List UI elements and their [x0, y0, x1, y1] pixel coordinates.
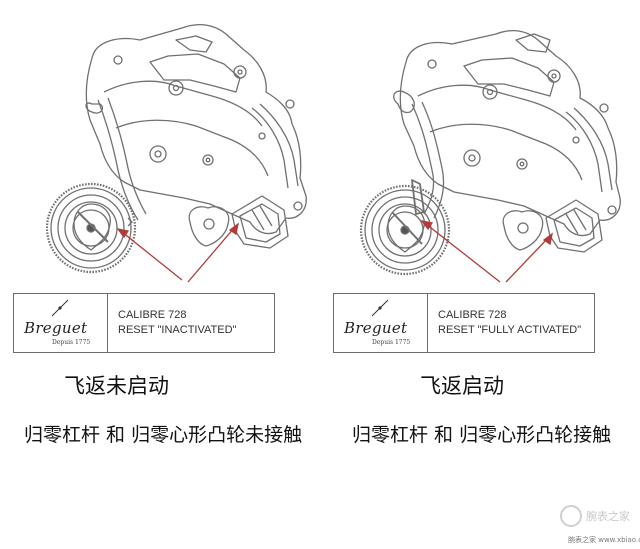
calibre-caption: CALIBRE 728 RESET "FULLY ACTIVATED": [438, 308, 581, 338]
panel-heading: 飞返启动: [420, 374, 504, 398]
panel-heading: 飞返未启动: [64, 374, 169, 398]
calibre-caption: CALIBRE 728 RESET "INACTIVATED": [118, 308, 236, 338]
panel-reset-inactivated: Breguet Depuis 1775 CALIBRE 728 RESET "I…: [13, 23, 307, 446]
logo-brand: Breguet: [24, 319, 88, 337]
caption-box: Breguet Depuis 1775 CALIBRE 728 RESET "F…: [333, 293, 595, 353]
breguet-logo: Breguet Depuis 1775: [14, 294, 108, 352]
panel-description: 归零杠杆 和 归零心形凸轮未接触: [24, 424, 303, 446]
calibre-name: CALIBRE 728: [118, 309, 187, 321]
logo-since: Depuis 1775: [52, 339, 91, 346]
watermark-logo-icon: [560, 505, 582, 527]
logo-brand: Breguet: [344, 319, 408, 337]
panel-reset-activated: Breguet Depuis 1775 CALIBRE 728 RESET "F…: [320, 0, 640, 549]
watermark-site: 腕表之家 www.xbiao.com: [568, 536, 640, 544]
watermark: 腕表之家 腕表之家 www.xbiao.com: [560, 505, 640, 547]
logo-since: Depuis 1775: [372, 339, 411, 346]
reset-status: RESET "FULLY ACTIVATED": [438, 324, 582, 336]
reset-status: RESET "INACTIVATED": [118, 324, 237, 336]
calibre-name: CALIBRE 728: [438, 309, 507, 321]
breguet-logo: Breguet Depuis 1775: [334, 294, 428, 352]
watermark-brand: 腕表之家: [586, 510, 630, 523]
caption-box: Breguet Depuis 1775 CALIBRE 728 RESET "I…: [13, 293, 275, 353]
movement-diagram-inactivated: [45, 23, 307, 283]
movement-diagram-activated: [359, 29, 621, 283]
panel-description: 归零杠杆 和 归零心形凸轮接触: [352, 424, 612, 446]
watch-hands-icon: [371, 299, 389, 317]
watch-hands-icon: [51, 299, 69, 317]
